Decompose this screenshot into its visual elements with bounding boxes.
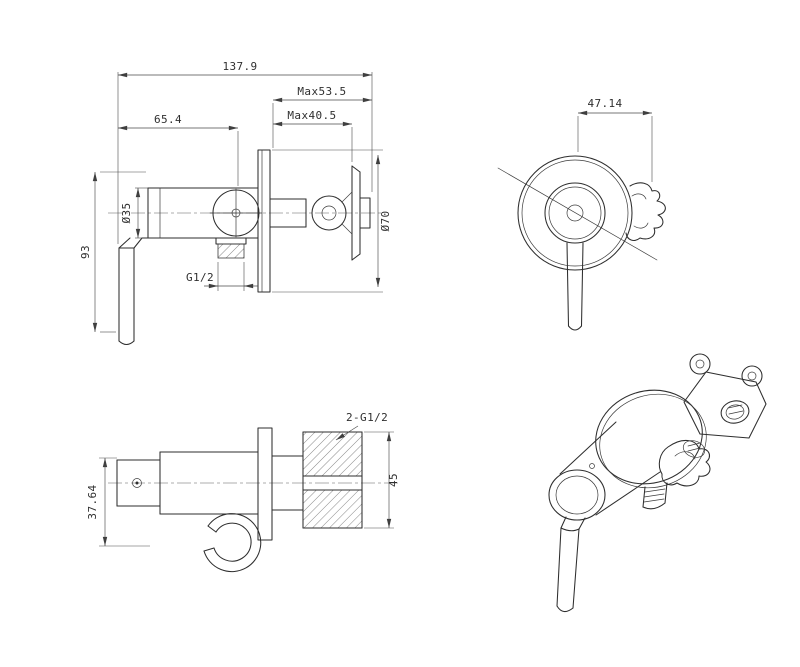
- dim-height-label: 93: [79, 245, 92, 259]
- dim-projection-label: 37.64: [86, 484, 99, 519]
- holder-hook-plan: [203, 513, 262, 573]
- perspective-view: [548, 353, 767, 613]
- side-view: 137.9 Max53.5 Max40.5 65.4 93: [79, 60, 392, 346]
- side-boss-3d: [682, 440, 706, 458]
- front-view: 47.14: [497, 97, 666, 331]
- mounting-bracket-3d: [683, 353, 767, 439]
- front-section-line: [497, 167, 658, 261]
- dim-outlet-thread-label: G1/2: [186, 271, 214, 284]
- shower-holder-side: [269, 165, 371, 261]
- valve-body-3d: [548, 421, 661, 521]
- dim-plate-diameter-label: Ø70: [379, 210, 392, 231]
- dim-inlet-threads-label: 2-G1/2: [346, 411, 388, 424]
- dim-holder-offset-label: 47.14: [587, 97, 622, 110]
- handle-cap-plan: [116, 459, 161, 507]
- dim-max-depth-holder: Max40.5: [273, 109, 353, 162]
- dim-overall-length: 137.9: [117, 60, 373, 244]
- inlet-threads-block: [302, 431, 363, 529]
- plan-view: 2-G1/2 45 37.64: [86, 411, 400, 573]
- outlet-spray: [215, 237, 247, 259]
- handle-rod-front: [566, 242, 584, 331]
- dim-inlet-threads: 2-G1/2: [335, 411, 388, 441]
- shower-holder-front: [625, 182, 666, 241]
- valve-body: [141, 187, 259, 239]
- neck-plan: [271, 455, 304, 511]
- escutcheon-plate-plan: [257, 427, 273, 541]
- dim-handle-to-axis: 65.4: [118, 113, 239, 186]
- dim-body-diameter: Ø35: [120, 187, 148, 239]
- plate-circle: [517, 155, 633, 271]
- lever-handle: [118, 237, 143, 346]
- lever-handle-3d: [556, 516, 586, 613]
- dim-max-depth-holder-label: Max40.5: [287, 109, 336, 122]
- valve-body-plan: [159, 451, 259, 515]
- escutcheon-plate: [257, 149, 271, 293]
- outlet-spout-3d: [642, 482, 668, 510]
- dim-outlet-thread: G1/2: [186, 262, 258, 291]
- control-dial: [209, 188, 263, 238]
- dim-overall-length-label: 137.9: [222, 60, 257, 73]
- valve-cap-circle: [544, 182, 606, 244]
- dim-body-diameter-label: Ø35: [120, 202, 133, 223]
- dim-max-depth-full: Max53.5: [272, 85, 372, 148]
- dim-height: 93: [79, 171, 146, 333]
- dim-max-depth-full-label: Max53.5: [297, 85, 346, 98]
- dim-thread-length-label: 45: [387, 473, 400, 487]
- dim-projection: 37.64: [86, 457, 150, 547]
- dim-holder-offset: 47.14: [577, 97, 653, 182]
- dim-thread-length: 45: [364, 431, 400, 529]
- outlet-thread-hatch: [217, 243, 245, 259]
- dim-plate-diameter: Ø70: [272, 149, 392, 293]
- escutcheon-plate-3d: [595, 389, 707, 489]
- dim-handle-to-axis-label: 65.4: [154, 113, 182, 126]
